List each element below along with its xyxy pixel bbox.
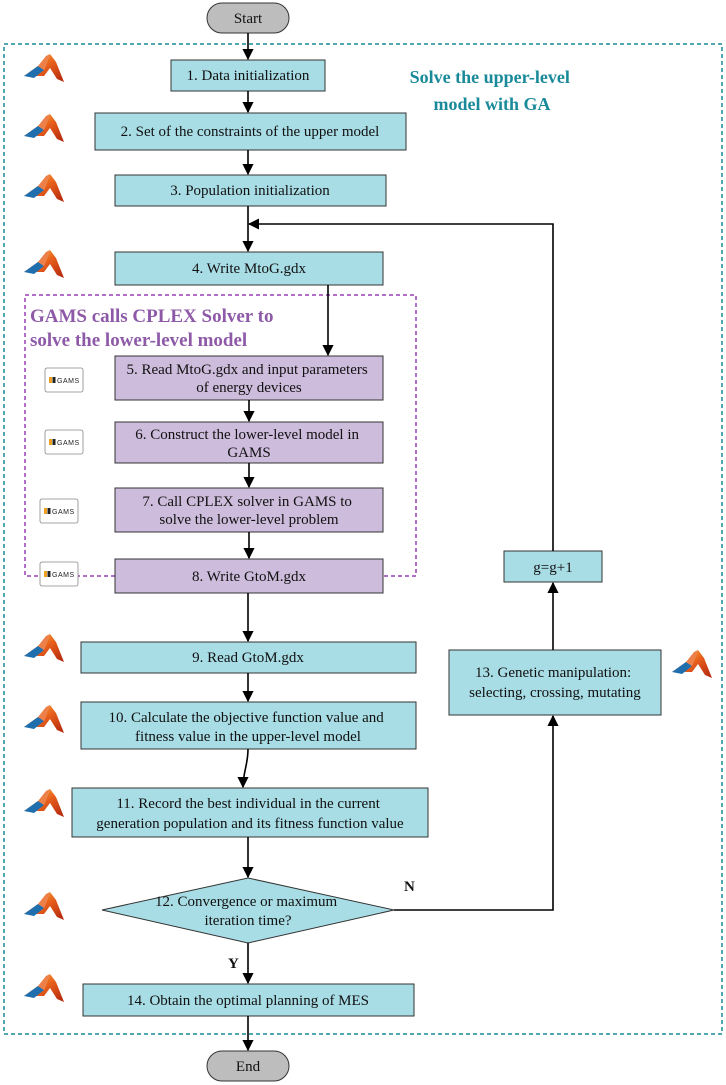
step-3-box: [114, 174, 387, 207]
end-label: End: [236, 1059, 261, 1075]
step-10-label: 10. Calculate the objective function val…: [108, 710, 387, 745]
matlab-logo-icon: [24, 54, 64, 82]
step-4-box: [114, 251, 384, 286]
ga-title: Solve the upper-level model with GA: [410, 67, 575, 114]
step-13-label: 13. Genetic manipulation: selecting, cro…: [469, 665, 641, 701]
step-13-box: [448, 649, 662, 716]
svg-text:GAMS: GAMS: [57, 378, 80, 385]
step-6-label: 6. Construct the lower-level model in GA…: [135, 427, 363, 461]
svg-text:GAMS: GAMS: [52, 572, 75, 579]
matlab-logo-icon: [24, 250, 64, 278]
matlab-logo-icon: [672, 650, 712, 678]
step-2-label: 2. Set of the constraints of the upper m…: [121, 124, 380, 140]
arrow-12-13: [394, 714, 559, 911]
step-3-label: 3. Population initialization: [170, 183, 330, 199]
branch-no-label: N: [404, 879, 415, 895]
step-12-label: 12. Convergence or maximum iteration tim…: [155, 894, 341, 929]
arrow-ginc-loop: [247, 218, 554, 551]
step-2-box: [94, 112, 407, 151]
g-increment-label: g=g+1: [533, 560, 572, 576]
step-9-label: 9. Read GtoM.gdx: [192, 650, 304, 666]
step-4-label: 4. Write MtoG.gdx: [192, 261, 307, 277]
g-increment-box: [503, 550, 603, 583]
step-7-label: 7. Call CPLEX solver in GAMS to solve th…: [142, 494, 355, 528]
gams-logo-icon: GAMS: [44, 429, 84, 455]
matlab-logo-icon: [24, 892, 64, 920]
step-7-box: [114, 487, 384, 533]
matlab-logo-icon: [24, 705, 64, 733]
ga-region-border: [3, 43, 723, 1035]
step-14-box: [82, 983, 415, 1017]
gams-title: GAMS calls CPLEX Solver to solve the low…: [30, 306, 278, 351]
step-11-box: [71, 787, 429, 838]
svg-text:GAMS: GAMS: [52, 509, 75, 516]
start-label: Start: [234, 11, 263, 27]
matlab-logo-icon: [24, 974, 64, 1002]
branch-yes-label: Y: [228, 956, 239, 972]
matlab-logo-icon: [24, 174, 64, 202]
gams-logo-icon: GAMS: [39, 561, 79, 587]
matlab-logo-icon: [24, 114, 64, 142]
step-1-label: 1. Data initialization: [187, 68, 310, 84]
connectors: [237, 33, 559, 1052]
matlab-logo-icon: [24, 634, 64, 662]
step-14-label: 14. Obtain the optimal planning of MES: [127, 993, 369, 1009]
step-8-box: [114, 558, 384, 594]
step-5-label: 5. Read MtoG.gdx and input parameters of…: [127, 362, 372, 396]
step-11-label: 11. Record the best individual in the cu…: [96, 796, 404, 832]
step-12-decision: [101, 877, 395, 944]
step-8-label: 8. Write GtoM.gdx: [192, 569, 307, 585]
matlab-logo-icon: [24, 789, 64, 817]
gams-logo-icon: GAMS: [44, 367, 84, 393]
svg-text:GAMS: GAMS: [57, 440, 80, 447]
gams-logo-icon: GAMS: [39, 498, 79, 524]
arrow-10-11: [237, 748, 249, 789]
